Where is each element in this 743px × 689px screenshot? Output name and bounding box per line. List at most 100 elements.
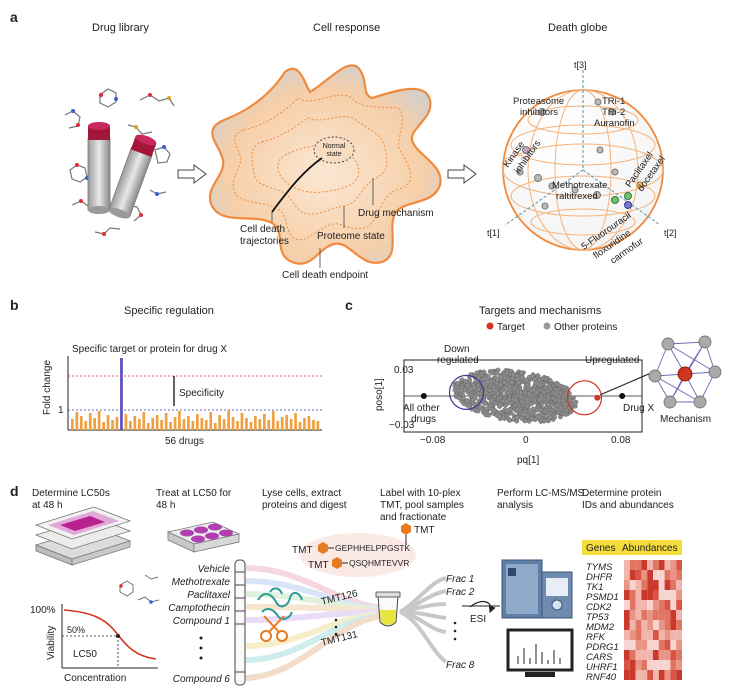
heatmap-cell [629, 660, 636, 670]
panel-a: a Drug library Cell response Death globe [10, 9, 677, 281]
bar [142, 412, 146, 430]
heatmap-cell [635, 590, 642, 600]
heatmap-cell [641, 630, 648, 640]
heatmap-cell [653, 610, 659, 620]
methotrexate-label: Methotrexate [552, 180, 607, 191]
fraction-fan [398, 576, 448, 664]
panel-b: b Specific regulation Fold change 1 56 d… [10, 297, 322, 447]
heatmap-cell [676, 650, 682, 660]
heatmap-cell [624, 570, 630, 580]
scatter-point [475, 391, 481, 397]
ellipsis-dot [453, 621, 457, 625]
heatmap-cell [658, 620, 665, 630]
raltitrexed-label: raltitrexed [556, 191, 598, 202]
scatter-point [483, 406, 489, 412]
heatmap-cell [670, 580, 677, 590]
heatmap-cell [658, 580, 665, 590]
scatter-point [533, 390, 539, 396]
scatter-point [487, 387, 493, 393]
heatmap-header-bar [582, 540, 682, 555]
frac-label: Frac 1 [446, 574, 474, 585]
bar [164, 413, 168, 430]
bar [298, 422, 302, 430]
heatmap-cell [670, 650, 677, 660]
proteasome-label: Proteasome [513, 96, 564, 107]
heatmap-cell [629, 570, 636, 580]
arrow-right-icon [177, 164, 207, 184]
panel-a-letter: a [10, 9, 18, 25]
gene-label: CARS [586, 652, 613, 663]
normal-state-region [313, 136, 355, 164]
lc50-label: LC50 [73, 649, 97, 660]
ellipsis-dot [453, 629, 457, 633]
bar [267, 420, 271, 430]
drug-label: Vehicle [198, 564, 231, 575]
monitor-icon [506, 628, 574, 677]
heatmap-cell [676, 610, 682, 620]
drug-label: Methotrexate [172, 577, 231, 588]
ytick-bottom: −0.03 [389, 420, 415, 431]
panel-c-ylabel: poso[1] [374, 378, 385, 411]
scatter-point [456, 395, 462, 401]
heatmap-cell [664, 560, 671, 570]
gene-label: UHRF1 [586, 662, 618, 673]
mechanism-link [600, 369, 659, 396]
scatter-point [546, 383, 552, 389]
bar [204, 420, 208, 430]
gene-label: TYMS [586, 562, 613, 573]
scatter-point [517, 390, 523, 396]
heatmap-cell [676, 570, 682, 580]
normal-state-label: Normal [323, 143, 346, 150]
heatmap-cell [664, 640, 671, 650]
heatmap-cell [653, 590, 659, 600]
viability-100-label: 100% [30, 605, 56, 616]
heatmap-cell [629, 560, 636, 570]
heatmap-cell [624, 670, 630, 680]
heatmap-cell [624, 620, 630, 630]
scatter-point [547, 414, 553, 420]
drug-point [420, 393, 427, 399]
panel-c-xlabel: pq[1] [517, 455, 539, 466]
bar [196, 414, 199, 430]
scatter-point [475, 408, 481, 414]
bar [263, 414, 266, 430]
heatmap-cell [670, 640, 677, 650]
esi-arrow-icon [469, 600, 496, 614]
scatter-point [515, 377, 521, 382]
well-plate-stack-icon [34, 506, 132, 566]
heatmap-cell [629, 670, 636, 680]
scatter-point [472, 394, 478, 399]
heatmap-cell [647, 650, 653, 660]
heatmap-cell [641, 560, 648, 570]
scatter-point [514, 407, 520, 413]
xtick-left: −0.08 [420, 435, 446, 446]
down-label: Down [444, 344, 470, 355]
panel-d: d Determine LC50s at 48 h Treat at LC50 … [10, 483, 682, 686]
scatter-point [467, 377, 473, 383]
bar [124, 414, 128, 430]
drug-mechanism-label: Drug mechanism [358, 208, 434, 219]
bar [276, 421, 280, 430]
xtick-right: 0.08 [611, 435, 631, 446]
mechanism-network-icon [648, 335, 722, 409]
heatmap-cell [676, 640, 682, 650]
bar [111, 420, 114, 430]
viability-50-label: 50% [67, 625, 85, 635]
all-other-label: All other [403, 403, 440, 414]
heatmap-cell [676, 560, 682, 570]
ellipsis-dot [334, 618, 338, 622]
heatmap-cell [635, 610, 642, 620]
bar [102, 422, 105, 430]
heatmap-cell [635, 560, 642, 570]
bar [191, 421, 195, 430]
concentration-axis-label: Concentration [64, 673, 126, 684]
step6-label: IDs and abundances [582, 500, 674, 511]
scatter-point [511, 372, 516, 378]
highlight-bar [120, 358, 123, 430]
panel-b-ytick: 1 [58, 405, 64, 416]
step4-label: Label with 10-plex [380, 488, 461, 499]
heatmap-cell [653, 670, 659, 680]
panel-b-ylabel: Fold change [42, 360, 53, 415]
scatter-point [505, 408, 511, 414]
heatmap-cell [664, 610, 671, 620]
